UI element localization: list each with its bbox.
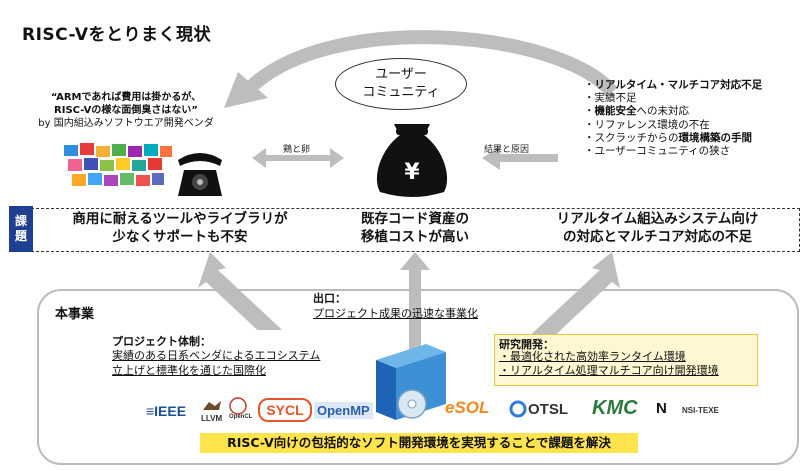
issue-list: リアルタイム・マルチコア対応不足 実績不足 機能安全への未対応 リファレンス環境… [584, 79, 763, 158]
chicken-egg-label: 鶏と卵 [283, 145, 311, 155]
opencl-logo-text: OpenCL [229, 414, 253, 420]
issue-tools-libraries: 商用に耐えるツールやライブラリが 少なくサポートも不安 [40, 210, 320, 246]
issue-realtime-line1: リアルタイム組込みシステム向け [556, 211, 759, 227]
kmc-logo: KMC [592, 397, 638, 419]
issue-item: 機能安全への未対応 [584, 105, 762, 118]
otsl-logo-mark [509, 400, 527, 418]
software-package-icon [376, 344, 446, 420]
user-community-bubble: ユーザー コミュニティ [335, 58, 467, 110]
rd-title: 研究開発： [499, 338, 554, 351]
llvm-dragon-icon [203, 401, 221, 410]
opencl-logo: OpenCL [229, 398, 252, 420]
issue-realtime-multicore: リアルタイム組込みシステム向け の対応とマルチコア対応の不足 [520, 210, 795, 246]
rd-item: リアルタイム処理マルチコア向け開発環境 [499, 364, 719, 378]
issue-item: ユーザーコミュニティの狭さ [584, 145, 762, 158]
esol-logo: eSOL [445, 398, 490, 417]
quote-line2: RISC-Vの様な面倒臭さはない” [54, 105, 198, 116]
community-line2: コミュニティ [362, 85, 440, 100]
project-label: 本事業 [55, 307, 95, 322]
issues-label-char2: 題 [14, 229, 27, 243]
issue-item: 実績不足 [584, 92, 762, 105]
issue-tools-line1: 商用に耐えるツールやライブラリが [72, 211, 288, 227]
money-bag-icon [376, 124, 448, 197]
issues-label: 課 題 [9, 206, 33, 252]
issue-tools-line2: 少なくサポートも不安 [112, 229, 248, 245]
llvm-logo: LLVM [201, 400, 223, 423]
telephone-icon [178, 153, 222, 196]
issue-porting-cost: 既存コード資産の 移植コストが高い [330, 210, 500, 246]
llvm-logo-text: LLVM [201, 414, 223, 423]
issue-item: リファレンス環境の不在 [584, 119, 762, 132]
app-icons-cluster [64, 143, 172, 186]
issue-item: リアルタイム・マルチコア対応不足 [584, 79, 763, 92]
issue-porting-line1: 既存コード資産の [361, 211, 469, 227]
nsi-texe-logo-text: NSI-TEXE [682, 406, 719, 415]
openmp-logo: OpenMP [314, 402, 373, 419]
issues-label-char1: 課 [14, 214, 27, 228]
issue-porting-line2: 移植コストが高い [361, 229, 469, 245]
quote-line1: “ARMであれば費用は掛かるが、 [50, 92, 202, 103]
rd-item: 最適化された高効率ランタイム環境 [499, 350, 719, 364]
arrow-into-cost [482, 146, 558, 170]
quote-attribution: by 国内組込みソフトウエア開発ベンダ [38, 118, 214, 129]
issue-realtime-line2: の対応とマルチコア対応の不足 [563, 229, 752, 245]
result-cause-label: 結果と原因 [484, 145, 530, 155]
project-structure-title: プロジェクト体制： [112, 335, 211, 348]
community-line1: ユーザー [375, 67, 427, 82]
cycle-arrow-head [224, 72, 268, 108]
nsi-texe-logo-mark: N [656, 400, 667, 417]
sycl-logo: SYCL [258, 398, 312, 422]
project-structure-box [108, 330, 350, 386]
rd-list: 最適化された高効率ランタイム環境 リアルタイム処理マルチコア向け開発環境 [499, 350, 719, 378]
double-arrow-left [252, 148, 344, 168]
project-structure-body: 実績のある日系ベンダによるエコシステム 立上げと標準化を通じた国際化 [112, 348, 352, 378]
otsl-logo: OTSL [528, 401, 568, 418]
exit-title: 出口： [313, 292, 346, 305]
exit-body: プロジェクト成果の迅速な事業化 [313, 307, 478, 320]
issue-item: スクラッチからの環境構築の手間 [584, 132, 762, 145]
cycle-arrow [245, 30, 618, 97]
vendor-quote: “ARMであれば費用は掛かるが、 RISC-Vの様な面倒臭さはない” by 国内… [20, 91, 232, 130]
project-box [37, 289, 799, 465]
yen-symbol: ¥ [404, 160, 420, 185]
solution-banner: RISC-V向けの包括的なソフト開発環境を実現することで課題を解決 [200, 433, 638, 453]
ieee-logo: ≡IEEE [146, 403, 187, 419]
project-structure-line1: 実績のある日系ベンダによるエコシステム [112, 349, 321, 362]
opencl-logo-mark [229, 397, 247, 415]
project-structure-line2: 立上げと標準化を通じた国際化 [112, 364, 266, 377]
page-title: RISC-Vをとりまく現状 [22, 25, 212, 45]
